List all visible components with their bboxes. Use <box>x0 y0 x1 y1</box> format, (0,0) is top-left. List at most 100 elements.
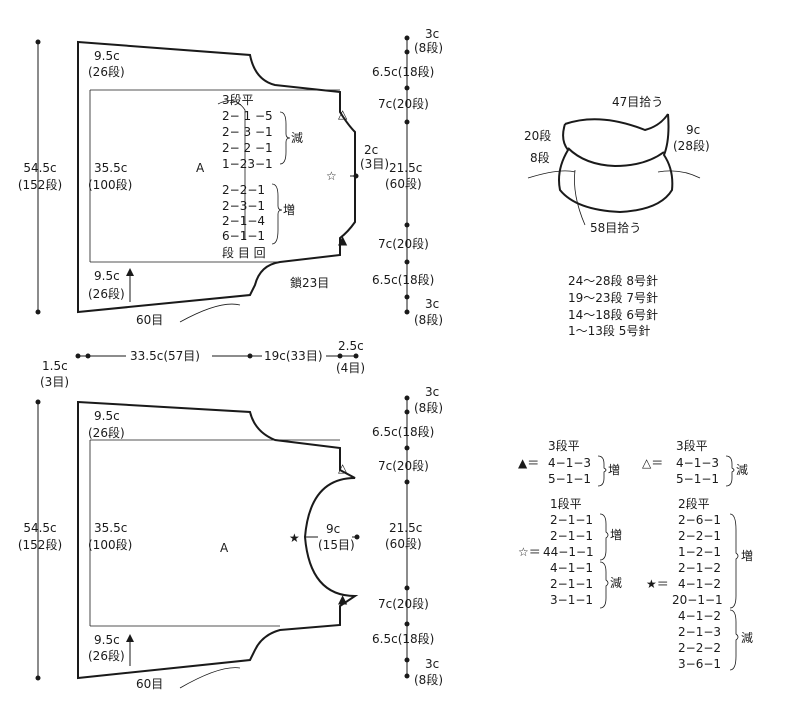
lower-neck-width: 9c <box>326 522 340 536</box>
measure-dot <box>404 445 410 451</box>
legend-fs-dec-1: 2−1−3 <box>678 625 721 639</box>
upper-dec-label: 減 <box>291 130 303 145</box>
upper-scale-4: 7c(20段) <box>378 236 429 251</box>
legend-ot-row-1: 5−1−1 <box>676 472 719 486</box>
measure-dot <box>404 621 410 627</box>
legend-fs-inc-3: 2−1−2 <box>678 561 721 575</box>
upper-inc-1: 2−3−1 <box>222 199 265 213</box>
upper-scale-0-value: 3c <box>425 27 439 41</box>
lower-scale-6-rows: (8段) <box>414 672 443 687</box>
upper-inc-3: 6−1−1 <box>222 229 265 243</box>
upper-inc-label: 増 <box>283 203 295 217</box>
upper-scale-6-value: 3c <box>425 297 439 311</box>
measure-dot <box>35 309 41 315</box>
legend-ft-row-1: 5−1−1 <box>548 472 591 486</box>
legend-ot-label: 減 <box>736 462 748 477</box>
legend-filled-star: 2段平 2−6−1 2−2−1 1−2−1 2−1−2 ★＝ 4−1−2 20−… <box>646 496 753 671</box>
lower-scale-6-value: 3c <box>425 657 439 671</box>
legend-os-dec-0: 4−1−1 <box>550 561 593 575</box>
middle-right: 19c(33目) <box>264 349 323 363</box>
legend-fs-symbol: ★＝ <box>646 577 669 591</box>
needle-row-2: 14〜18段 6号針 <box>568 307 658 322</box>
upper-scale-2: 7c(20段) <box>378 96 429 111</box>
legend-fs-inc-1: 2−2−1 <box>678 529 721 543</box>
measure-dot <box>353 173 359 179</box>
upper-piece: 54.5c (152段) 9.5c (26段) 35.5c (100段) A 9… <box>18 39 389 327</box>
measure-dot <box>404 309 410 315</box>
legend-filled-triangle: 3段平 ▲＝ 4−1−3 5−1−1 増 <box>518 438 620 487</box>
lower-scale-0-value: 3c <box>425 385 439 399</box>
collar-diagram: 47目拾う 20段 8段 9c (28段) 58目拾う <box>524 94 710 235</box>
legend-os-inc-0: 2−1−1 <box>550 513 593 527</box>
upper-dec-1: 2− 1 −5 <box>222 109 273 123</box>
legend-ft-label: 増 <box>608 463 620 477</box>
collar-left-rows-a: 20段 <box>524 128 551 143</box>
measure-dot <box>404 119 410 125</box>
measure-dot <box>354 534 360 540</box>
needle-row-1: 19〜23段 7号針 <box>568 290 658 305</box>
measure-dot <box>404 479 410 485</box>
collar-right-value: 9c <box>686 123 700 137</box>
lower-bottom-curve <box>179 667 241 689</box>
upper-base-stitches: 60目 <box>136 313 163 327</box>
legend-fs-dec-brace <box>729 609 739 671</box>
collar-inner <box>567 147 665 168</box>
lower-piece: 54.5c (152段) 9.5c (26段) 35.5c (100段) A 9… <box>18 399 360 691</box>
collar-right-rows: (28段) <box>673 138 710 153</box>
upper-right-scale: 3c (8段) 6.5c(18段) 7c(20段) 21.5c (60段) 7c… <box>372 27 443 327</box>
legend-os-dec-1: 2−1−1 <box>550 577 593 591</box>
legend-ot-brace <box>725 455 735 487</box>
open-triangle-icon: △ <box>338 107 348 121</box>
filled-triangle-icon: ▲ <box>338 592 348 606</box>
legend-fs-inc-brace <box>729 513 739 609</box>
legend-os-symbol: ☆＝ <box>518 545 541 559</box>
upper-neck-rows: (3目) <box>360 157 389 171</box>
open-triangle-icon: △ <box>338 461 348 475</box>
upper-scale-1: 6.5c(18段) <box>372 64 434 79</box>
legend-ft-header: 3段平 <box>548 438 580 453</box>
upper-dec-2: 2− 3 −1 <box>222 125 273 139</box>
lower-total-height: 54.5c <box>23 521 56 535</box>
legend-os-inc-brace <box>599 513 609 561</box>
lower-top-band: 9.5c <box>94 409 120 423</box>
lower-scale-2: 7c(20段) <box>378 458 429 473</box>
middle-far-right: 2.5c <box>338 339 364 353</box>
measure-dot <box>404 85 410 91</box>
measure-dot <box>404 395 410 401</box>
middle-left: 1.5c <box>42 359 68 373</box>
lower-top-band-rows: (26段) <box>88 425 125 440</box>
upper-scale-0-rows: (8段) <box>414 40 443 55</box>
collar-left-lead <box>527 170 576 179</box>
legend-fs-inc-0: 2−6−1 <box>678 513 721 527</box>
legend-ot-row-0: 4−1−3 <box>676 456 719 470</box>
legend-os-inc-1: 2−1−1 <box>550 529 593 543</box>
lower-side-height: 35.5c <box>94 521 127 535</box>
middle-far-right-rows: (4目) <box>336 361 365 375</box>
legend-open-star: 1段平 2−1−1 2−1−1 ☆＝ 44−1−1 増 4−1−1 2−1−1 … <box>518 496 622 609</box>
upper-inc-2: 2−1−4 <box>222 214 265 228</box>
middle-scale: 1.5c (3目) 33.5c(57目) 19c(33目) 2.5c (4目) <box>40 339 365 389</box>
lower-scale-3-rows: (60段) <box>385 536 422 551</box>
legend-os-inc-label: 増 <box>610 528 622 542</box>
needle-row-3: 1〜13段 5号針 <box>568 323 650 338</box>
lower-scale-0-rows: (8段) <box>414 400 443 415</box>
legend-fs-dec-3: 3−6−1 <box>678 657 721 671</box>
measure-dot <box>85 353 91 359</box>
legend-fs-dec-label: 減 <box>741 630 753 645</box>
collar-top-pickup: 47目拾う <box>612 94 663 109</box>
collar-outer <box>558 113 674 214</box>
lower-scale-1: 6.5c(18段) <box>372 424 434 439</box>
legend-os-dec-brace <box>599 561 609 609</box>
upper-bottom-band: 9.5c <box>94 269 120 283</box>
legend-ot-symbol: △＝ <box>642 456 663 470</box>
measure-dot <box>404 259 410 265</box>
upper-guide-curve <box>217 100 246 240</box>
collar-right-lead <box>657 170 701 179</box>
measure-dot <box>247 353 253 359</box>
upper-side-rows: (100段) <box>88 177 132 192</box>
upper-piece-label: A <box>196 161 205 175</box>
middle-center: 33.5c(57目) <box>130 349 200 363</box>
lower-side-rows: (100段) <box>88 537 132 552</box>
measure-dot <box>404 35 410 41</box>
